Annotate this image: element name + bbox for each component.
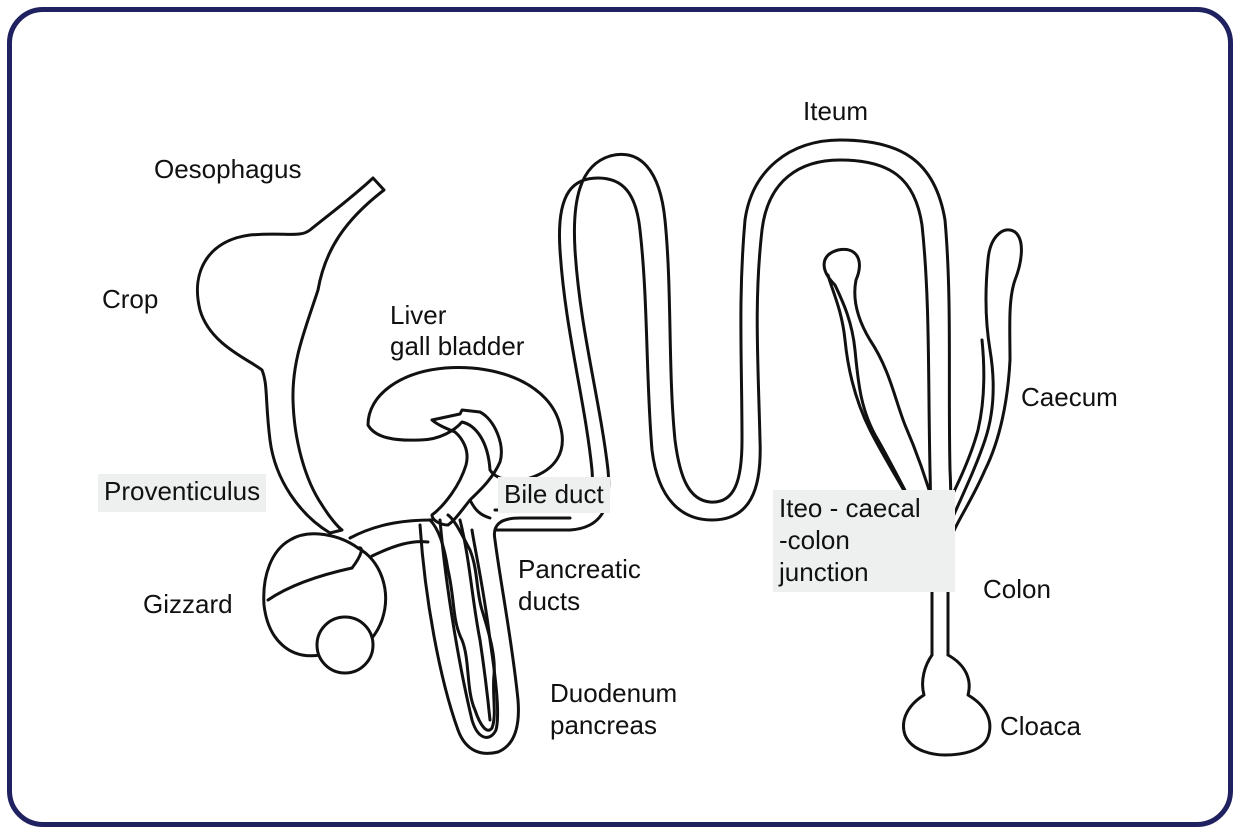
label-gizzard: Gizzard xyxy=(143,588,233,620)
label-cloaca: Cloaca xyxy=(1000,710,1081,742)
gizzard-duodenum-connector-2 xyxy=(372,542,428,556)
label-pancreatic-line1: Pancreatic xyxy=(518,553,641,585)
label-liver-line2: gall bladder xyxy=(390,331,524,362)
gizzard-inner-line xyxy=(268,568,352,600)
pancreas-outline xyxy=(430,515,494,730)
cloaca-outline xyxy=(904,655,990,755)
label-iteum: Iteum xyxy=(803,95,868,127)
label-proventiculus: Proventiculus xyxy=(98,474,266,512)
bile-duct-line xyxy=(470,500,490,518)
label-junction-line2: -colon xyxy=(779,524,949,556)
label-caecum: Caecum xyxy=(1021,381,1118,413)
caecum-left-inner xyxy=(828,275,920,520)
gizzard-inner-line-2 xyxy=(352,548,361,568)
label-duodenum-pancreas: Duodenum pancreas xyxy=(550,677,677,741)
label-colon: Colon xyxy=(983,573,1051,605)
label-oesophagus: Oesophagus xyxy=(154,153,301,185)
label-junction-line1: Iteo - caecal xyxy=(779,492,949,524)
label-pancreatic-ducts: Pancreatic ducts xyxy=(518,553,641,617)
label-pancreatic-line2: ducts xyxy=(518,585,641,617)
label-junction-line3: junction xyxy=(779,556,949,588)
label-bile-duct: Bile duct xyxy=(498,477,610,513)
label-duodenum-line1: Duodenum xyxy=(550,677,677,709)
gizzard-lobe xyxy=(317,617,373,673)
label-liver-line1: Liver xyxy=(390,300,524,331)
label-crop: Crop xyxy=(102,283,158,315)
label-liver-gall-bladder: Liver gall bladder xyxy=(390,300,524,362)
label-duodenum-line2: pancreas xyxy=(550,709,677,741)
label-junction: Iteo - caecal -colon junction xyxy=(773,490,955,592)
